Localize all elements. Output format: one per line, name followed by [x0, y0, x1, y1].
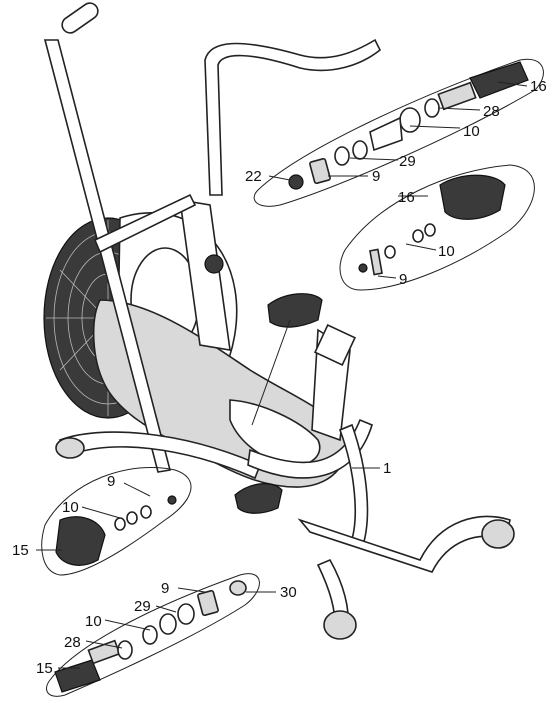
- detail-oval-top: [253, 58, 544, 207]
- callout-29-top: 29: [399, 153, 416, 170]
- pedal-part-15-bottom: [54, 659, 101, 693]
- ring-29a-top: [352, 140, 368, 160]
- crank-block-9-top: [309, 157, 331, 185]
- callout-28-top: 28: [483, 103, 500, 120]
- pedal-left: [234, 483, 283, 514]
- leader-28-bottom: [85, 640, 123, 649]
- callout-9-bottom: 9: [161, 580, 169, 597]
- spindle: [437, 81, 477, 111]
- arm-bar: [43, 39, 171, 473]
- leader-9-bottom: [177, 587, 206, 593]
- leader-28-top: [437, 107, 481, 111]
- detail-oval-mid: [339, 164, 535, 291]
- callout-16-mid: 16: [398, 189, 415, 206]
- washer-10-left-b: [126, 511, 138, 525]
- arm-grip: [61, 2, 99, 34]
- leader-10-mid: [405, 243, 437, 251]
- callout-10-left: 10: [62, 499, 79, 516]
- leader-10-bottom: [104, 619, 151, 631]
- callout-29-bottom: 29: [134, 598, 151, 615]
- tension-knob: [204, 254, 224, 274]
- detail-oval-left: [41, 466, 192, 576]
- front-end-cap-left: [323, 610, 357, 640]
- leader-9-mid: [377, 275, 397, 279]
- leader-22: [268, 175, 291, 181]
- ring-29b-bottom: [177, 603, 195, 625]
- callout-28-bottom: 28: [64, 634, 81, 651]
- nut-30: [229, 580, 247, 596]
- detail-right-pedal-exploded: 16 28 10 29 9 22: [245, 58, 547, 207]
- leader-9-left: [123, 482, 151, 497]
- leader-10-left: [81, 506, 121, 519]
- callout-16-top: 16: [530, 78, 547, 95]
- callout-9-top: 9: [372, 168, 380, 185]
- rear-stabilizer-bar: [58, 431, 262, 480]
- pedal-part-15-left: [55, 516, 106, 566]
- ring-29b-top: [334, 146, 350, 166]
- crank-block-9-bottom: [197, 589, 219, 617]
- pedal-right: [267, 293, 323, 328]
- crank-block-9-mid: [369, 248, 383, 276]
- callout-30: 30: [280, 584, 297, 601]
- seat-clamp: [314, 324, 356, 366]
- cross-bar: [93, 193, 197, 254]
- pedal-part-16-mid: [439, 174, 506, 220]
- front-post: [179, 199, 231, 351]
- detail-oval-bottom: [46, 573, 260, 697]
- leader-29-bottom: [155, 605, 177, 613]
- washer-28-bottom: [117, 640, 133, 660]
- nut-22: [288, 174, 304, 190]
- bike-frame: [43, 2, 515, 640]
- rear-end-cap: [55, 437, 85, 459]
- main-frame-tube: [247, 418, 373, 479]
- bracket-10-top: [369, 116, 403, 152]
- handlebar: [204, 38, 382, 196]
- nut-left: [167, 495, 177, 505]
- callout-1: 1: [383, 460, 391, 477]
- leader-16-top: [497, 81, 528, 87]
- callout-15-bottom: 15: [36, 660, 53, 677]
- callout-10-top: 10: [463, 123, 480, 140]
- bearing-10-bottom: [142, 625, 158, 645]
- nut-mid: [358, 263, 368, 273]
- callout-10-bottom: 10: [85, 613, 102, 630]
- detail-right-pedal-assembled: 16 10 9: [339, 164, 535, 291]
- front-end-cap-right: [481, 519, 515, 549]
- detail-left-pedal-assembled: 9 10 15: [12, 466, 192, 576]
- chain-cover-panel: [229, 399, 321, 467]
- callout-15-left: 15: [12, 542, 29, 559]
- crank-arm: [251, 319, 291, 426]
- washer-10-mid-a: [424, 223, 436, 237]
- leader-10-top: [409, 125, 461, 129]
- ring-left: [140, 505, 152, 519]
- callout-22: 22: [245, 168, 262, 185]
- detail-left-pedal-exploded: 9 30 29 10 28 15: [36, 573, 297, 697]
- callout-9-mid: 9: [399, 271, 407, 288]
- leader-29-top: [349, 157, 399, 161]
- callout-9-left: 9: [107, 473, 115, 490]
- callout-10-mid: 10: [438, 243, 455, 260]
- washer-10-mid-b: [412, 229, 424, 243]
- washer-28-top: [424, 98, 440, 118]
- washer-10-left-a: [114, 517, 126, 531]
- ring-mid: [384, 245, 396, 259]
- bearing-10-top: [399, 107, 421, 133]
- pedal-part-16-top: [469, 61, 529, 99]
- ring-29a-bottom: [159, 613, 177, 635]
